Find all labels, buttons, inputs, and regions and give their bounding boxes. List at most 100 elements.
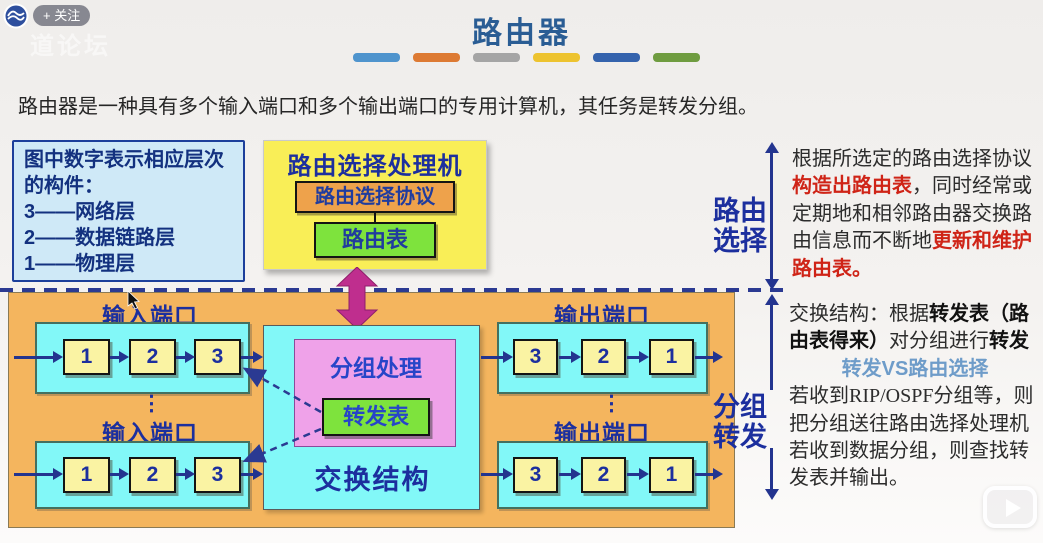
text-line: 若收到数据分组，则查找转 bbox=[789, 438, 1041, 465]
port-stage-box: 1 bbox=[63, 339, 110, 375]
accent-bar bbox=[653, 53, 700, 62]
accent-bar bbox=[353, 53, 400, 62]
mouse-cursor bbox=[127, 291, 140, 310]
flow-arrow bbox=[481, 468, 513, 480]
watermark: 道论坛 bbox=[30, 33, 111, 60]
title-underline-bars bbox=[353, 53, 700, 62]
page-title: 路由器 bbox=[472, 17, 571, 50]
layer-legend-box: 图中数字表示相应层次的构件： 3——网络层 2——数据链路层 1——物理层 bbox=[12, 140, 245, 282]
text-run: 若收到 bbox=[789, 385, 849, 408]
legend-line: 1——物理层 bbox=[24, 253, 136, 275]
port-stage-box: 3 bbox=[194, 457, 241, 493]
text-run: 根据所选定的路由选择协议 bbox=[792, 148, 1032, 170]
packet-forwarding-label-line: 分组 bbox=[713, 392, 767, 422]
port-stage-box: 2 bbox=[581, 457, 626, 493]
text-run-bold: 转发 bbox=[989, 330, 1029, 353]
text-run-red: 构造出路由表 bbox=[792, 175, 912, 198]
play-icon bbox=[1006, 499, 1021, 517]
packet-forwarding-span-arrow bbox=[764, 448, 779, 500]
input-port-queue: 1 2 3 bbox=[35, 322, 250, 394]
text-run-red: 更新和维护 bbox=[932, 230, 1032, 253]
legend-line: 2——数据链路层 bbox=[24, 227, 176, 249]
flow-arrow bbox=[14, 351, 63, 363]
port-stage-box: 1 bbox=[63, 457, 110, 493]
text-line: 构造出路由表，同时经常或 bbox=[792, 173, 1043, 200]
port-stage-box: 3 bbox=[194, 339, 241, 375]
legend-line: 图中数字表示相应层次的构件： bbox=[24, 149, 224, 197]
output-port-queue: 3 2 1 bbox=[497, 322, 708, 394]
text-line: 由表得来）对分组进行转发 bbox=[789, 328, 1041, 355]
routing-selection-label: 路由 选择 bbox=[712, 196, 768, 256]
flow-arrow bbox=[241, 351, 263, 363]
text-line: 交换结构：根据转发表（路 bbox=[789, 301, 1041, 328]
packet-forwarding-span-arrow bbox=[764, 294, 779, 390]
flow-arrow bbox=[241, 468, 263, 480]
routing-protocol-box: 路由选择协议 bbox=[295, 181, 455, 213]
text-line: 路由表。 bbox=[792, 256, 1043, 283]
legend-line: 3——网络层 bbox=[24, 201, 136, 223]
packet-forwarding-paragraph: 交换结构：根据转发表（路 由表得来）对分组进行转发 转发VS路由选择 若收到RI… bbox=[789, 301, 1041, 493]
intro-text: 路由器是一种具有多个输入端口和多个输出端口的专用计算机，其任务是转发分组。 bbox=[18, 96, 758, 118]
accent-bar bbox=[473, 53, 520, 62]
port-stage-box: 2 bbox=[581, 339, 626, 375]
text-run: 发表并输出。 bbox=[789, 467, 909, 490]
routing-table-box: 路由表 bbox=[314, 222, 436, 258]
routing-selection-label-line: 路由 bbox=[713, 196, 767, 226]
text-run: 把分组送往路由选择处理机 bbox=[789, 412, 1029, 435]
dashed-divider-line bbox=[0, 288, 790, 292]
port-stage-box: 1 bbox=[649, 339, 694, 375]
packet-processing-label: 分组处理 bbox=[330, 355, 422, 381]
text-line: 发表并输出。 bbox=[789, 465, 1041, 492]
flow-arrow bbox=[695, 468, 723, 480]
accent-bar bbox=[593, 53, 640, 62]
text-run: 由信息而不断地 bbox=[792, 230, 932, 253]
forwarding-vs-routing-note: 转发VS路由选择 bbox=[841, 357, 989, 380]
text-run: 分组等，则 bbox=[933, 385, 1034, 408]
flow-arrow bbox=[627, 351, 649, 363]
routing-selection-span-arrow bbox=[764, 142, 779, 290]
routing-selection-label-line: 选择 bbox=[713, 226, 767, 256]
accent-bar bbox=[533, 53, 580, 62]
text-run-bold: 转发表（路 bbox=[929, 303, 1029, 325]
switch-fabric-label: 交换结构 bbox=[314, 465, 431, 495]
forwarding-table-box: 转发表 bbox=[322, 398, 430, 436]
port-stage-box: 2 bbox=[129, 457, 176, 493]
port-stage-box: 1 bbox=[649, 457, 694, 493]
flow-arrow bbox=[176, 468, 195, 480]
forwarding-table-links bbox=[242, 367, 322, 463]
routing-selection-paragraph: 根据所选定的路由选择协议 构造出路由表，同时经常或 定期地和相邻路由器交换路 由… bbox=[792, 146, 1043, 283]
connector-line bbox=[374, 213, 376, 222]
routing-processor-box: 路由选择处理机 路由选择协议 路由表 bbox=[263, 140, 487, 270]
flow-arrow bbox=[559, 468, 581, 480]
text-run: 对分组进行 bbox=[889, 330, 989, 353]
flow-arrow bbox=[110, 351, 129, 363]
port-stage-box: 3 bbox=[513, 457, 558, 493]
flow-arrow bbox=[695, 351, 723, 363]
text-run: 定期地和相邻路由器交换路 bbox=[792, 202, 1032, 225]
output-port-queue: 3 2 1 bbox=[497, 441, 708, 509]
packet-forwarding-label: 分组 转发 bbox=[712, 392, 768, 452]
routing-processor-title: 路由选择处理机 bbox=[287, 153, 463, 180]
more-ports-ellipsis: ⋮ bbox=[141, 392, 162, 415]
text-run: 交换结构：根据 bbox=[789, 303, 929, 325]
more-ports-ellipsis: ⋮ bbox=[601, 392, 622, 415]
text-line: 把分组送往路由选择处理机 bbox=[789, 411, 1041, 438]
text-line: 根据所选定的路由选择协议 bbox=[792, 146, 1043, 173]
text-run: 若收到数据分组，则查找转 bbox=[789, 440, 1029, 463]
flow-arrow bbox=[110, 468, 129, 480]
packet-forwarding-label-line: 转发 bbox=[713, 422, 767, 452]
follow-button[interactable]: + 关注 bbox=[33, 5, 91, 26]
accent-bar bbox=[413, 53, 460, 62]
play-button[interactable] bbox=[983, 486, 1037, 528]
port-stage-box: 3 bbox=[513, 339, 558, 375]
flow-arrow bbox=[559, 351, 581, 363]
flow-arrow bbox=[176, 351, 195, 363]
uploader-avatar-icon[interactable] bbox=[3, 3, 29, 29]
text-run-bold: 由表得来） bbox=[789, 330, 889, 353]
processor-fabric-double-arrow bbox=[335, 267, 379, 329]
text-line: 由信息而不断地更新和维护 bbox=[792, 228, 1043, 255]
flow-arrow bbox=[14, 468, 63, 480]
text-run-red: 路由表。 bbox=[792, 257, 872, 280]
text-line: 定期地和相邻路由器交换路 bbox=[792, 201, 1043, 228]
